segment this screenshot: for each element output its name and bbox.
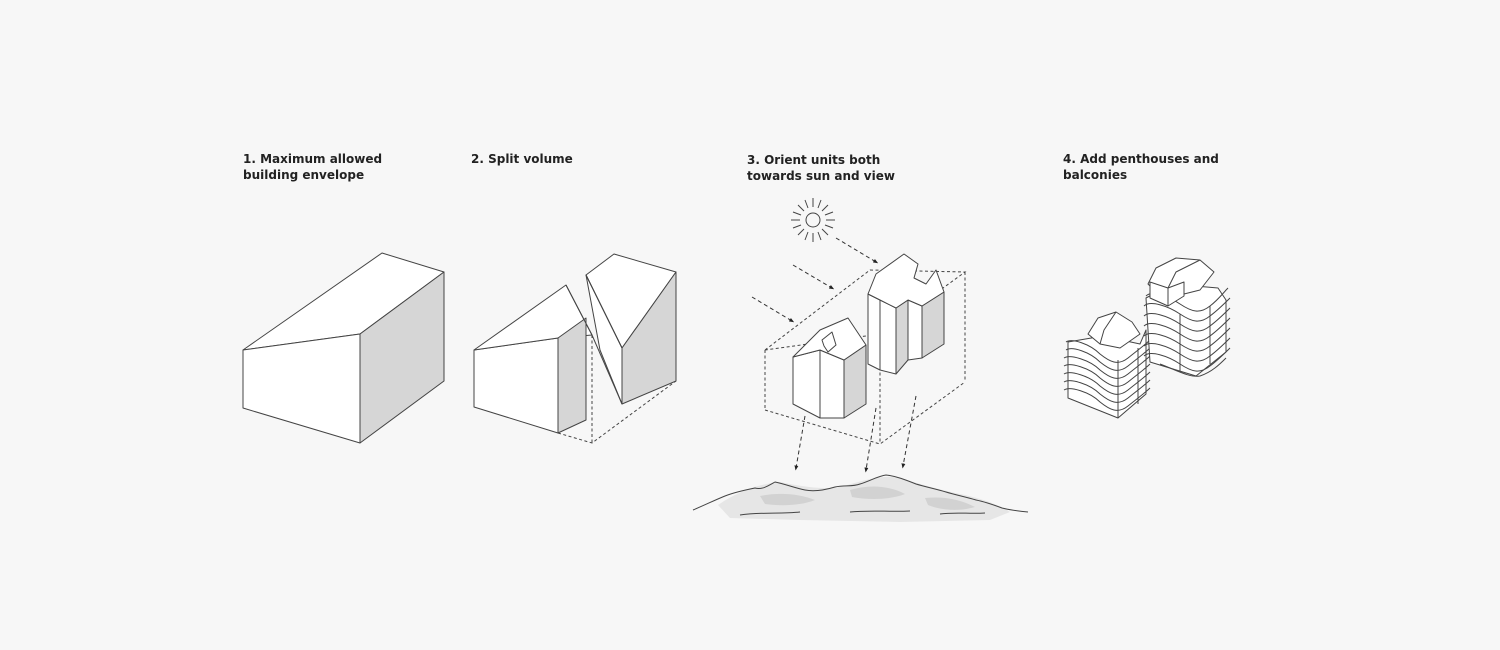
envelope-front-face (242, 333, 361, 444)
envelope-side-face (359, 271, 445, 444)
step-1-label-line-2: building envelope (243, 168, 365, 182)
step-3-label: 3. Orient units both towards sun and vie… (747, 152, 895, 184)
view-arrow-3 (901, 395, 917, 469)
step-2-label-line-1: 2. Split volume (471, 152, 573, 166)
step-1-label-line-1: 1. Maximum allowed (243, 152, 383, 166)
house-unit-front (792, 349, 821, 419)
step-3-label-line-2: towards sun and view (747, 169, 895, 183)
view-arrow-1 (794, 415, 806, 471)
step-2-label: 2. Split volume (471, 151, 573, 167)
step-3-oriented-units (692, 198, 1029, 522)
tower-unit-front (867, 293, 881, 371)
view-arrow-2 (864, 407, 877, 473)
landscape-icon (692, 474, 1029, 522)
sun-icon (791, 198, 835, 242)
tower-unit-roof (867, 253, 945, 309)
right-building (1143, 257, 1231, 377)
sun-arrow-3 (751, 296, 795, 323)
step-1-envelope-volume (242, 252, 445, 444)
step-4-label-line-2: balconies (1063, 168, 1128, 182)
left-block-front (473, 337, 559, 434)
step-4-label: 4. Add penthouses and balconies (1063, 151, 1219, 183)
step-2-split-volume (473, 253, 677, 444)
house-unit-roof (792, 317, 867, 361)
sun-arrow-2 (792, 264, 835, 290)
sun-arrow-1 (835, 237, 879, 264)
step-4-label-line-1: 4. Add penthouses and (1063, 152, 1219, 166)
house-unit (792, 317, 867, 419)
right-block-side (621, 271, 677, 405)
step-3-label-line-1: 3. Orient units both (747, 153, 881, 167)
left-block-side (557, 317, 587, 434)
step-4-penthouses-balconies (1063, 257, 1231, 419)
left-building (1063, 311, 1151, 419)
removed-volume-outline (557, 380, 677, 444)
step-1-label: 1. Maximum allowed building envelope (243, 151, 382, 183)
tower-unit (867, 253, 945, 375)
